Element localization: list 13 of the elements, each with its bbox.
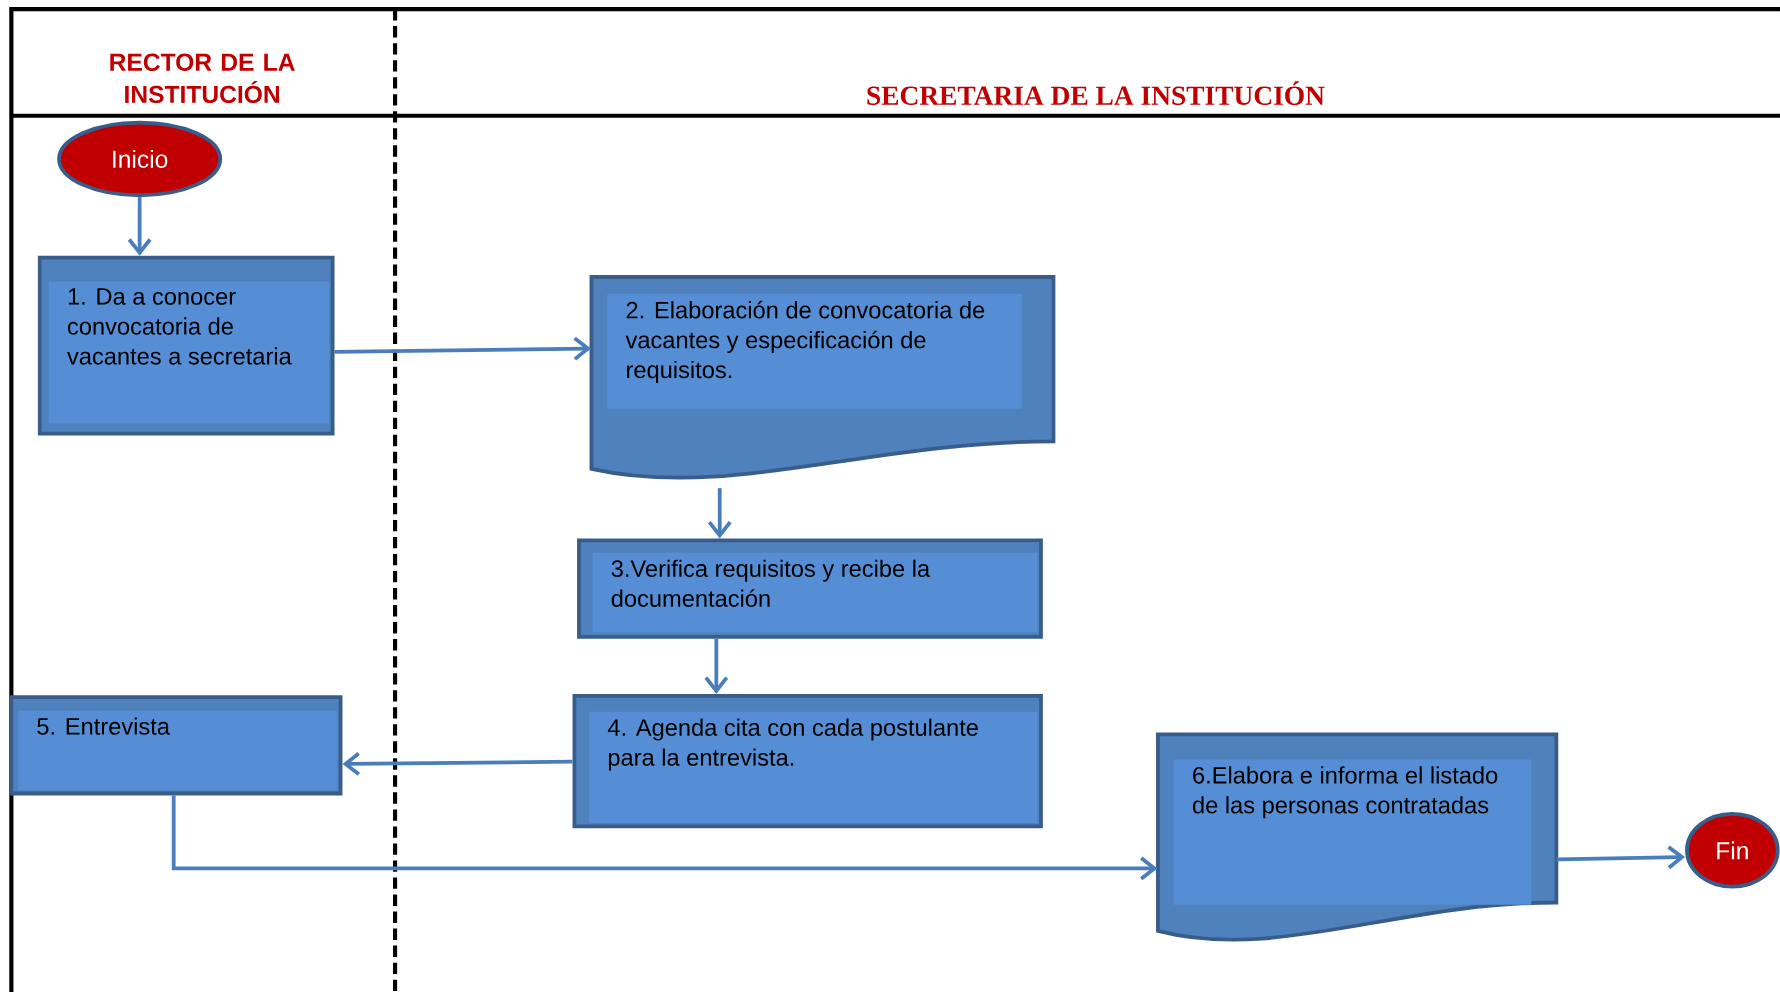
process-box: 5. Entrevista bbox=[9, 695, 343, 796]
lane-heading: SECRETARIA DE LA INSTITUCIÓN bbox=[867, 81, 1325, 105]
lane-heading: RECTOR DE LA INSTITUCIÓN bbox=[110, 53, 295, 104]
process-box: 4. Agenda cita con cada postulante para la entrevista. bbox=[572, 693, 1043, 829]
arrow bbox=[342, 751, 573, 776]
arrow bbox=[127, 197, 152, 256]
arrow bbox=[334, 336, 592, 361]
process-box: 3.Verifica requisitos y recibe la documentación bbox=[577, 538, 1043, 639]
arrow bbox=[171, 795, 1158, 881]
arrow bbox=[707, 488, 732, 539]
arrow bbox=[704, 638, 729, 694]
arrow bbox=[1556, 845, 1686, 870]
process-box: 1. Da a conocer convocatoria de vacantes a secretaria bbox=[37, 255, 335, 436]
